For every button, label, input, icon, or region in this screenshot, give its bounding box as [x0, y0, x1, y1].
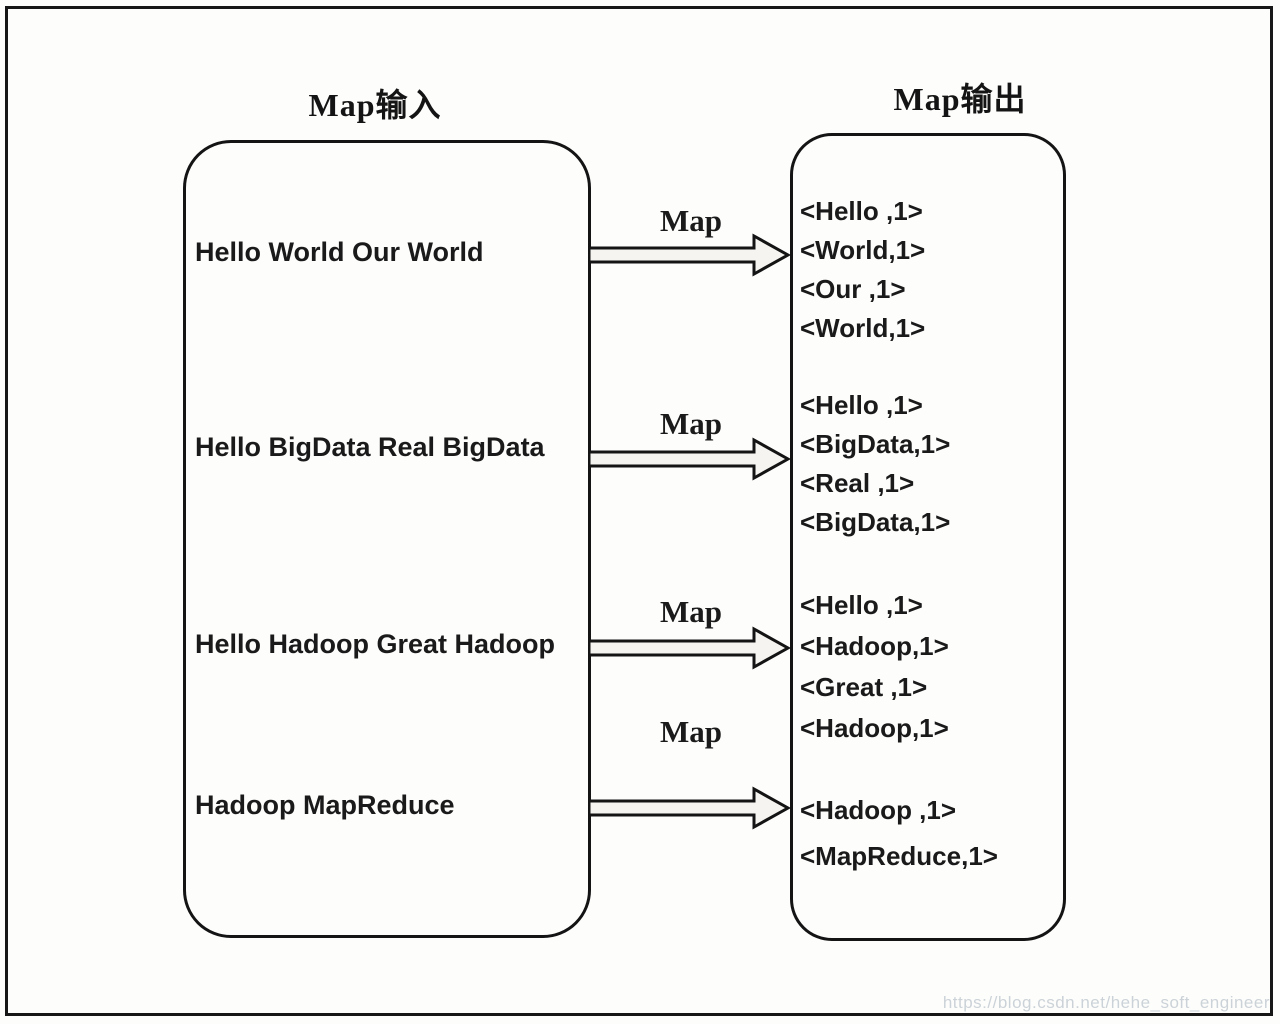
map-input-box	[183, 140, 591, 938]
key-value-pair: <Hello ,1>	[800, 590, 923, 620]
key-value-pair: <MapReduce,1>	[800, 841, 998, 871]
map-input-title: Map输入	[308, 87, 442, 123]
key-value-pair: <Hello ,1>	[800, 390, 923, 420]
key-value-pair: <World,1>	[800, 235, 926, 265]
key-value-pair: <Hadoop ,1>	[800, 795, 957, 825]
map-output-title: Map输出	[893, 81, 1027, 117]
watermark-url: https://blog.csdn.net/hehe_soft_engineer	[942, 993, 1270, 1012]
map-arrow-label: Map	[660, 406, 722, 441]
map-arrow-icon	[589, 233, 791, 277]
map-arrow-label: Map	[660, 594, 722, 629]
map-arrow-label: Map	[660, 203, 722, 238]
key-value-pair: <Hello ,1>	[800, 196, 923, 226]
input-record: Hadoop MapReduce	[195, 790, 455, 820]
output-pair-group: <Hello ,1> <World,1> <Our ,1> <World,1>	[800, 192, 925, 348]
key-value-pair: <Hadoop,1>	[800, 631, 949, 661]
map-output-box	[790, 133, 1066, 941]
key-value-pair: <Great ,1>	[800, 672, 928, 702]
key-value-pair: <Our ,1>	[800, 274, 906, 304]
output-pair-group: <Hello ,1> <Hadoop,1> <Great ,1> <Hadoop…	[800, 585, 949, 749]
key-value-pair: <BigData,1>	[800, 429, 951, 459]
input-record: Hello Hadoop Great Hadoop	[195, 629, 556, 659]
input-record: Hello World Our World	[195, 237, 484, 267]
map-arrow-icon	[589, 786, 791, 830]
key-value-pair: <Real ,1>	[800, 468, 915, 498]
output-pair-group: <Hello ,1> <BigData,1> <Real ,1> <BigDat…	[800, 386, 950, 542]
key-value-pair: <World,1>	[800, 313, 926, 343]
map-arrow-icon	[589, 626, 791, 670]
map-arrow-label: Map	[660, 714, 722, 749]
output-pair-group: <Hadoop ,1> <MapReduce,1>	[800, 787, 998, 879]
key-value-pair: <BigData,1>	[800, 507, 951, 537]
input-record: Hello BigData Real BigData	[195, 432, 545, 462]
page-border	[5, 6, 1273, 1016]
key-value-pair: <Hadoop,1>	[800, 713, 949, 743]
map-arrow-icon	[589, 437, 791, 481]
